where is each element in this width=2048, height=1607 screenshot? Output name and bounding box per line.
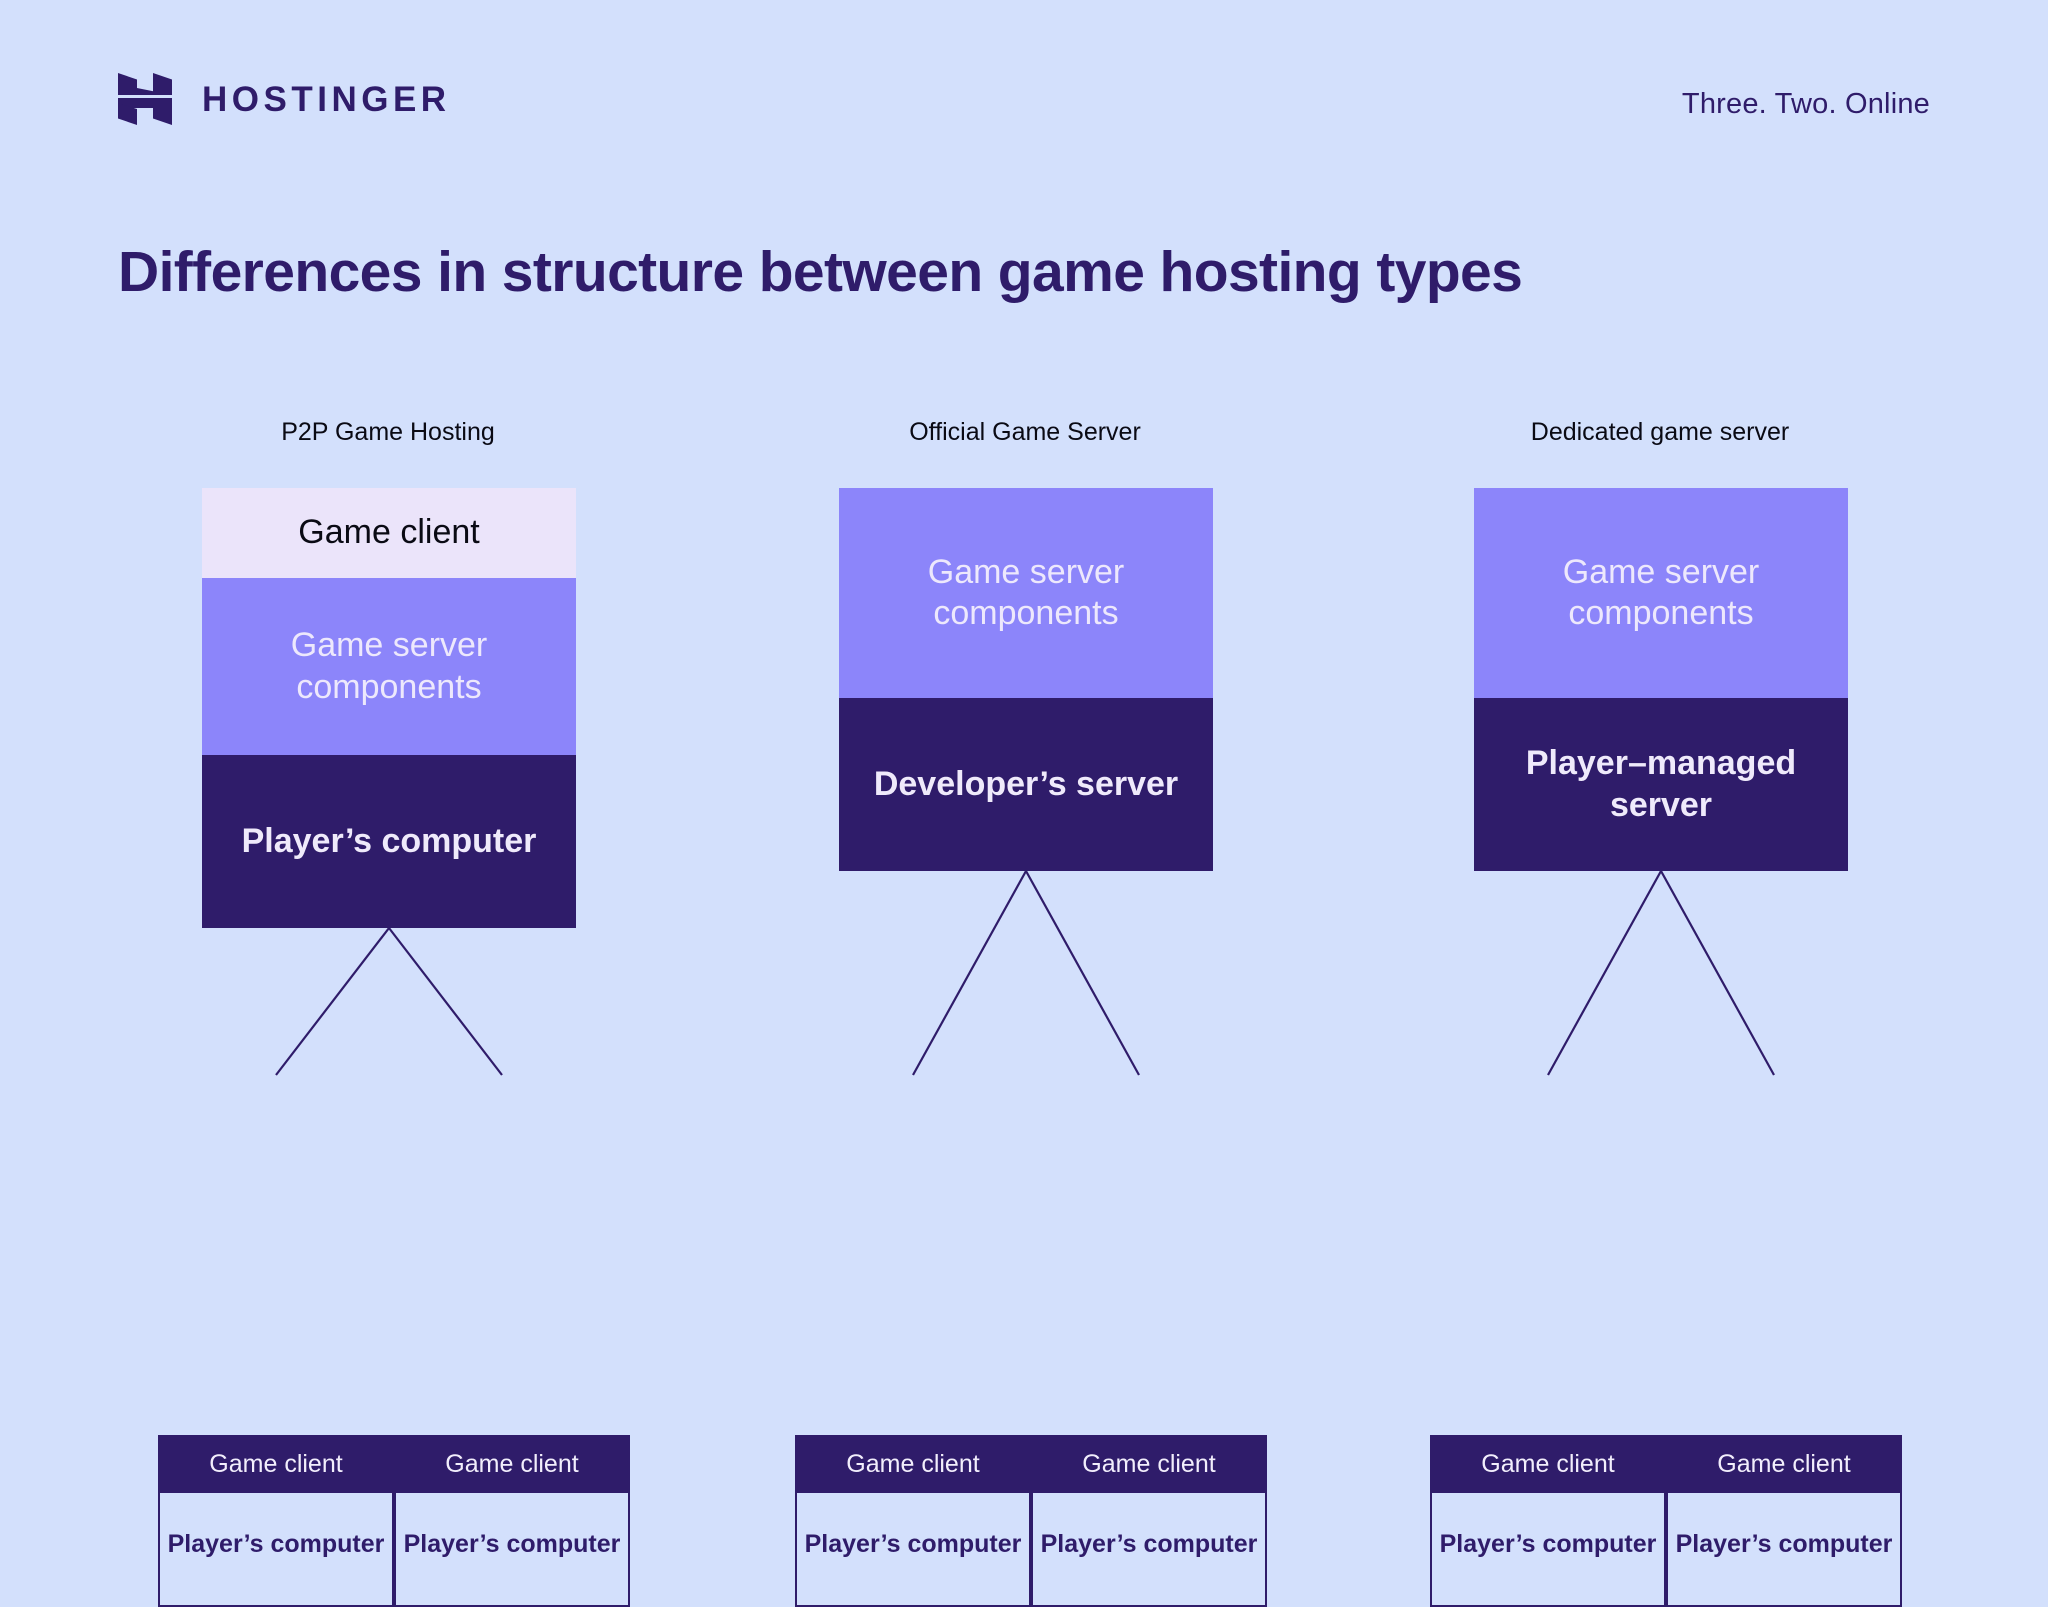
page-title: Differences in structure between game ho… [118, 240, 1523, 305]
client-box-body: Player’s computer [1666, 1493, 1902, 1607]
client-box-body: Player’s computer [1430, 1493, 1666, 1607]
client-box-body: Player’s computer [394, 1493, 630, 1607]
stack-segment-owner: Player–managed server [1474, 698, 1848, 871]
column-label: P2P Game Hosting [281, 418, 495, 446]
diagram-column-dedicated: Dedicated game server Game server compon… [1350, 418, 1970, 1607]
client-box: Game client Player’s computer [1031, 1435, 1267, 1607]
client-box: Game client Player’s computer [1430, 1435, 1666, 1607]
diagram-column-p2p: P2P Game Hosting Game client Game server… [78, 418, 698, 1607]
column-label: Official Game Server [909, 418, 1141, 446]
stack-segment-game-server-components: Game server components [202, 578, 576, 755]
client-box-header: Game client [1031, 1435, 1267, 1493]
server-stack: Game server components Player–managed se… [1474, 488, 1848, 871]
client-box: Game client Player’s computer [394, 1435, 630, 1607]
stack-segment-game-server-components: Game server components [1474, 488, 1848, 698]
client-box-header: Game client [795, 1435, 1031, 1493]
diagram-column-official: Official Game Server Game server compone… [715, 418, 1335, 1607]
client-box-body: Player’s computer [158, 1493, 394, 1607]
client-box-header: Game client [1430, 1435, 1666, 1493]
client-box: Game client Player’s computer [795, 1435, 1031, 1607]
client-box: Game client Player’s computer [1666, 1435, 1902, 1607]
column-label: Dedicated game server [1530, 418, 1790, 446]
server-stack: Game server components Developer’s serve… [839, 488, 1213, 871]
tagline: Three. Two. Online [1681, 88, 1930, 120]
client-box: Game client Player’s computer [158, 1435, 394, 1607]
hostinger-h-logo-icon [118, 73, 172, 125]
diagram-canvas: P2P Game Hosting Game client Game server… [78, 418, 1970, 1607]
client-box-header: Game client [1666, 1435, 1902, 1493]
client-box-body: Player’s computer [1031, 1493, 1267, 1607]
stack-segment-game-server-components: Game server components [839, 488, 1213, 698]
stack-segment-owner: Player’s computer [202, 755, 576, 928]
stack-segment-owner: Developer’s server [839, 698, 1213, 871]
brand-lockup: HOSTINGER [118, 70, 451, 128]
client-box-header: Game client [158, 1435, 394, 1493]
client-box-body: Player’s computer [795, 1493, 1031, 1607]
client-box-header: Game client [394, 1435, 630, 1493]
stack-segment-game-client: Game client [202, 488, 576, 578]
brand-wordmark: HOSTINGER [202, 79, 451, 119]
page-header: HOSTINGER Three. Two. Online [0, 0, 2048, 180]
server-stack: Game client Game server components Playe… [202, 488, 576, 928]
